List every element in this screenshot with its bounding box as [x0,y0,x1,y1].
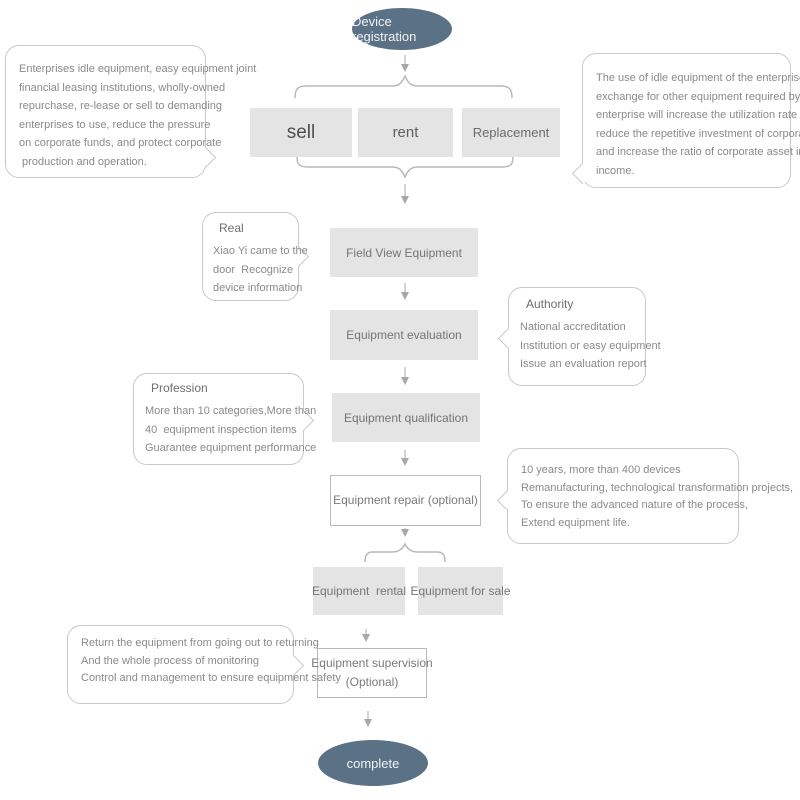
process-box-supervision-sublabel: (Optional) [345,675,399,689]
callout-profession-line: Guarantee equipment performance [145,442,317,454]
callout-real-line: Xiao Yi came to the [213,245,308,257]
callout-exchange-line: reduce the repetitive investment of corp… [596,127,800,140]
process-box-field-view: Field View Equipment [330,228,478,277]
process-box-supervision-label: Equipment supervision [311,656,433,670]
result-box-for-sale: Equipment for sale [410,567,511,615]
callout-exchange-benefit: The use of idle equipment of the enterpr… [571,53,800,188]
process-box-field-view-label: Field View Equipment [346,245,462,260]
result-box-rental-label: Equipment rental [311,584,407,598]
callout-exchange-line: The use of idle equipment of the enterpr… [596,72,800,84]
process-box-qualification-label: Equipment qualification [343,410,469,425]
callout-idle-line: financial leasing institutions, wholly-o… [19,81,226,94]
process-box-repair: Equipment repair (optional) [330,475,481,526]
callout-authority: Authority National accreditation Institu… [497,287,661,386]
end-node: complete [318,740,428,786]
brace-bottom [296,156,514,179]
callout-exchange-line: and increase the ratio of corporate asse… [596,146,800,158]
process-box-evaluation: Equipment evaluation [330,310,478,360]
callout-idle-line: enterprises to use, reduce the pressure [19,118,211,131]
callout-profession-title: Profession [151,381,208,395]
callout-repair-line: Extend equipment life. [521,516,630,529]
option-box-sell: sell [250,108,352,157]
option-box-replacement-label: Replacement [472,125,550,140]
callout-supervision-line: Control and management to ensure equipme… [81,672,341,684]
callout-authority-line: Institution or easy equipment [520,339,661,352]
callout-profession: Profession More than 10 categories,More … [133,373,317,465]
callout-idle-line: production and operation. [19,155,147,168]
end-node-label: complete [346,755,400,771]
process-box-repair-label: Equipment repair (optional) [333,493,478,507]
callout-supervision-info: Return the equipment from going out to r… [67,625,341,704]
option-box-rent-label: rent [392,124,419,141]
callout-authority-line: Issue an evaluation report [520,358,647,370]
callout-real-line: device information [213,282,303,294]
brace-split [364,542,446,563]
process-box-evaluation-label: Equipment evaluation [346,328,462,342]
callout-supervision-line: Return the equipment from going out to r… [81,637,319,649]
callout-profession-line: More than 10 categories,More than [145,405,317,417]
callout-idle-line: on corporate funds, and protect corporat… [19,137,222,149]
callout-real: Real Xiao Yi came to the door Recognize … [202,212,310,301]
brace-top [294,74,513,99]
result-box-for-sale-label: Equipment for sale [410,584,511,598]
result-box-rental: Equipment rental [311,567,407,615]
callout-repair-line: 10 years, more than 400 devices [521,464,681,476]
option-box-sell-label: sell [286,121,316,143]
callout-real-line: door Recognize [213,263,294,276]
callout-idle-equipment: Enterprises idle equipment, easy equipme… [5,45,257,178]
process-box-supervision: Equipment supervision (Optional) [311,648,433,698]
callout-profession-line: 40 equipment inspection items [145,423,297,436]
process-box-qualification: Equipment qualification [332,393,480,442]
callout-exchange-line: enterprise will increase the utilization… [596,109,798,121]
callout-repair-line: To ensure the advanced nature of the pro… [521,499,748,511]
start-node: Device registration [352,8,452,50]
callout-real-title: Real [219,221,244,235]
callout-authority-title: Authority [526,297,574,311]
callout-repair-info: 10 years, more than 400 devices Remanufa… [496,448,794,544]
callout-supervision-line: And the whole process of monitoring [81,654,259,667]
option-box-replacement: Replacement [462,108,560,157]
callout-repair-line: Remanufacturing, technological transform… [521,481,794,494]
callout-exchange-line: exchange for other equipment required by… [596,90,800,103]
callout-idle-line: repurchase, re-lease or sell to demandin… [19,100,223,112]
callout-idle-line: Enterprises idle equipment, easy equipme… [19,63,257,75]
option-box-rent: rent [358,108,453,157]
start-node-label: Device registration [352,14,417,44]
callout-authority-line: National accreditation [520,321,626,333]
callout-exchange-line: income. [596,164,635,177]
